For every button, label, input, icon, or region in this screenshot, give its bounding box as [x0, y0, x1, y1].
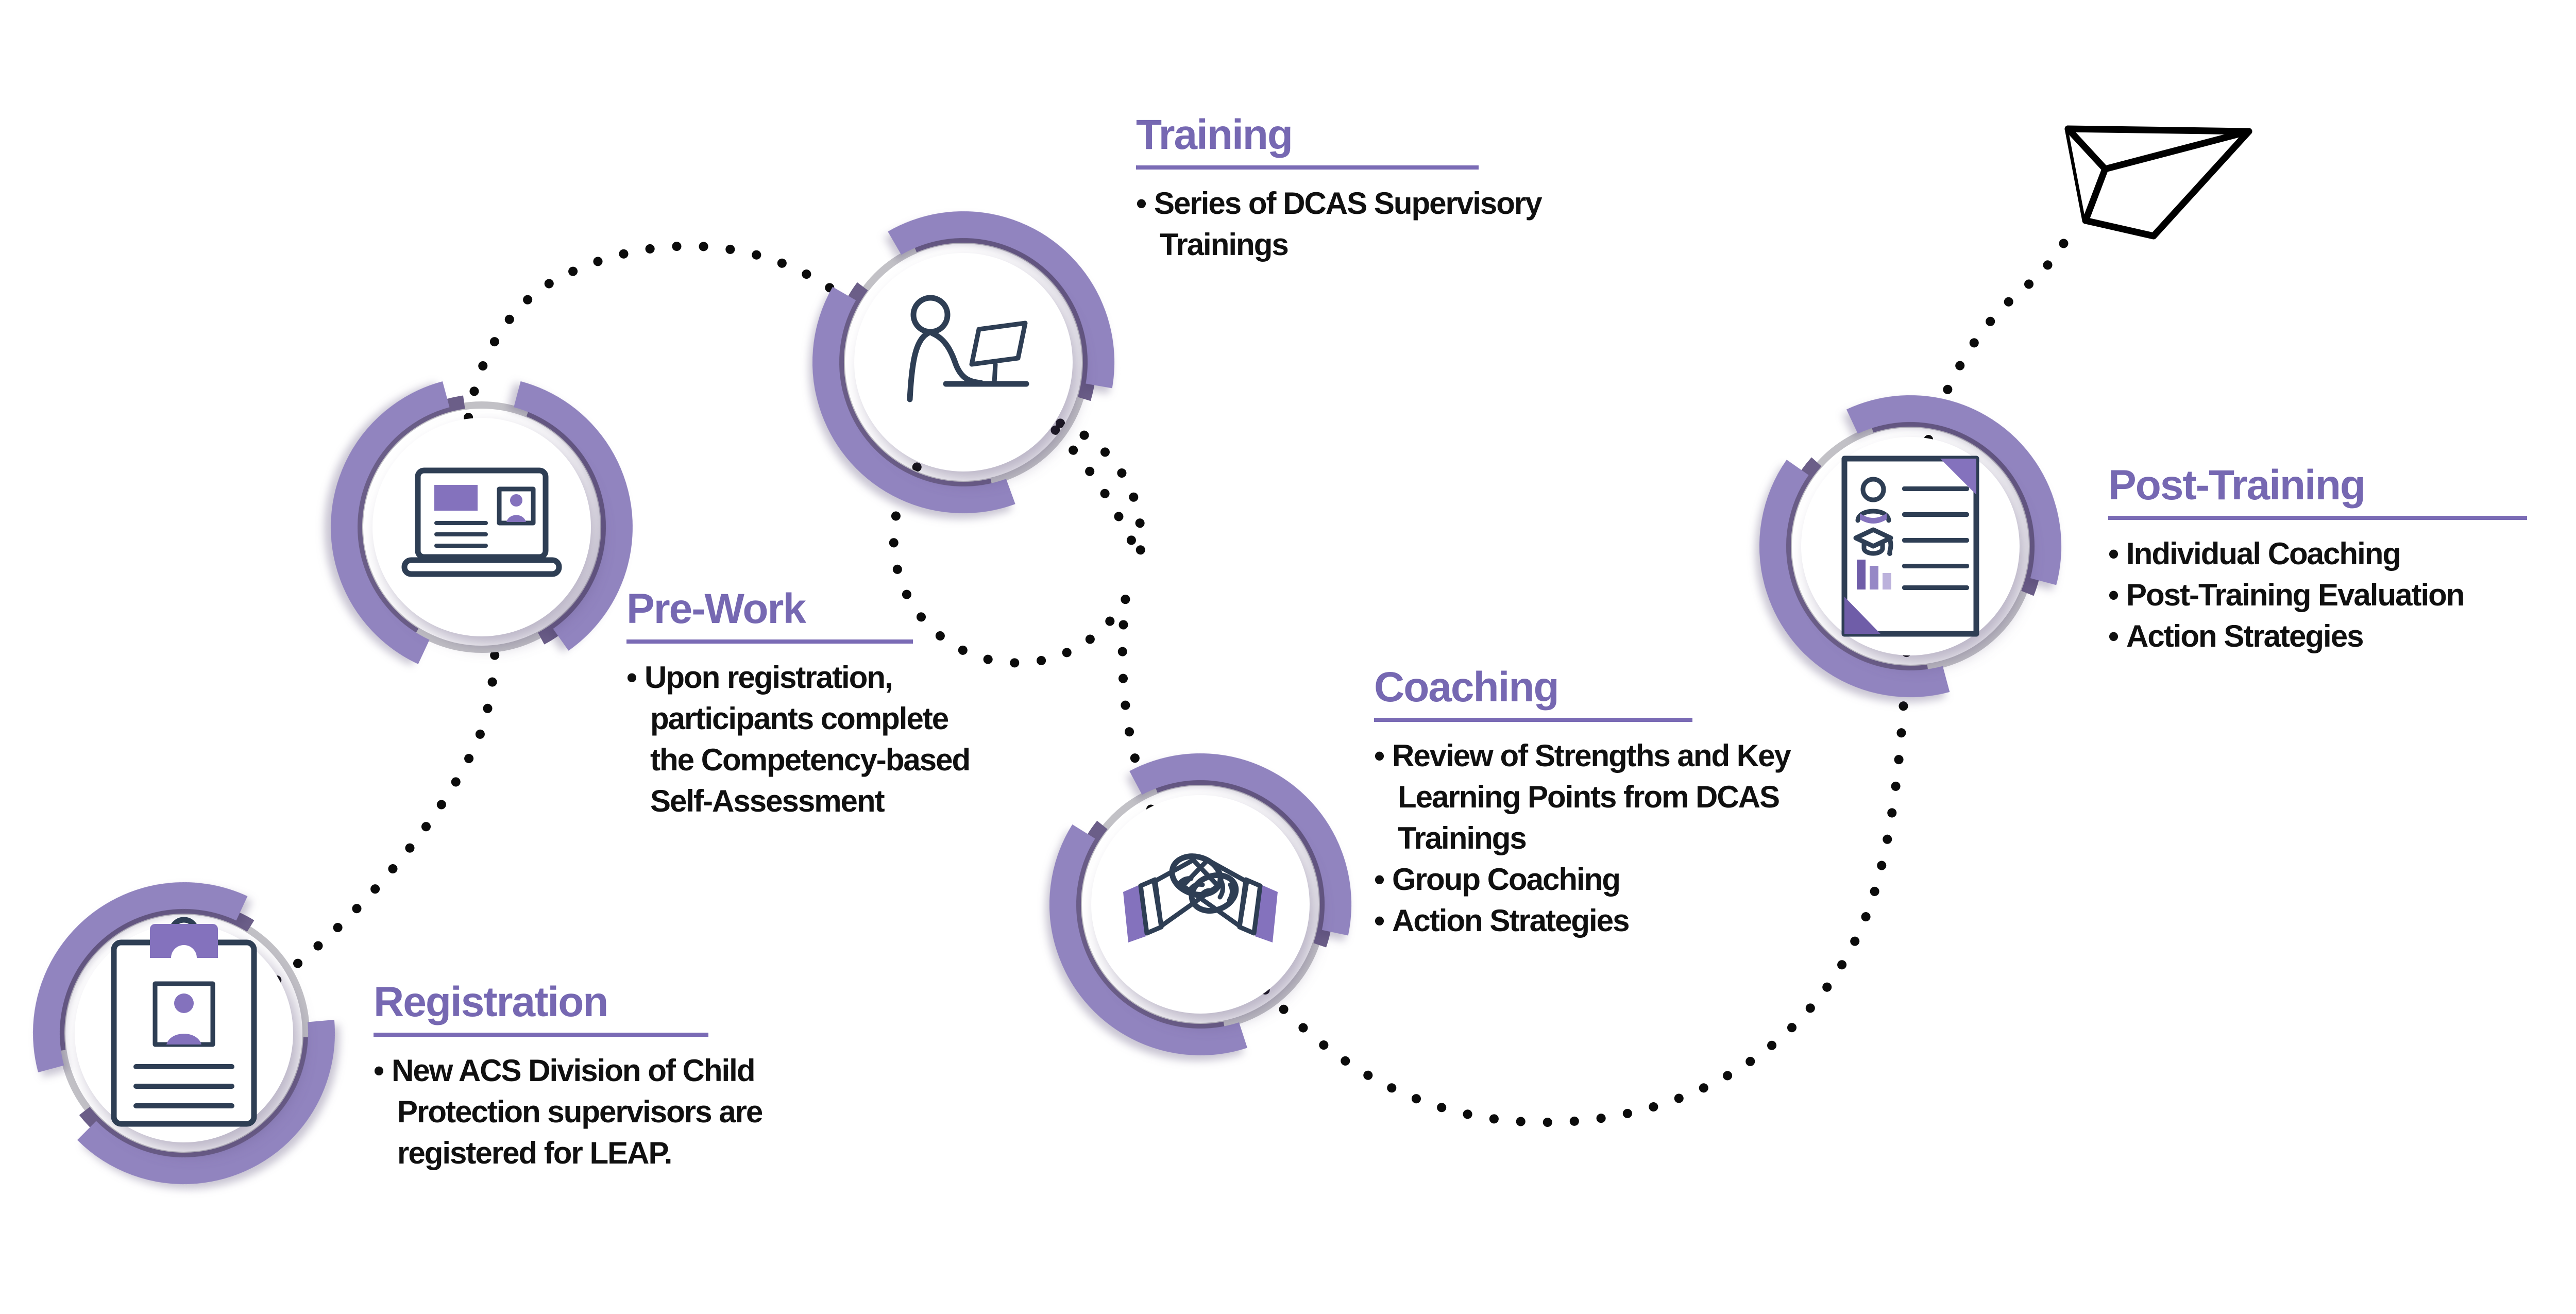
person-at-computer-icon [907, 295, 1029, 402]
coaching-ring [1049, 753, 1351, 1055]
post-training-ring [1759, 395, 2061, 697]
bullet-item: New ACS Division of Child Protection sup… [374, 1050, 858, 1174]
title-underline [1136, 165, 1479, 170]
laptop-profile-icon [401, 467, 562, 577]
title-underline [1374, 718, 1692, 722]
ring-inner-circle [854, 253, 1073, 471]
title-underline [626, 639, 913, 644]
title-underline [374, 1033, 708, 1037]
id-badge-icon [111, 917, 257, 1127]
section-bullets: New ACS Division of Child Protection sup… [374, 1050, 858, 1174]
section-title: Pre-Work [626, 585, 806, 632]
section-title: Coaching [1374, 664, 1560, 711]
bullet-item: Review of Strengths and Key Learning Poi… [1374, 735, 1827, 859]
section-title: Training [1136, 111, 1293, 158]
bullet-item: Action Strategies [1374, 900, 1827, 941]
ring-inner-circle [75, 924, 293, 1142]
bullet-item: Upon registration, participants complete… [626, 657, 977, 822]
dotted-journey-path [179, 226, 2076, 1127]
ring-purple-arc [812, 211, 1114, 513]
training-ring [812, 211, 1114, 513]
section-pre-work: Pre-Work Upon registration, participants… [626, 588, 977, 822]
bullet-item: Action Strategies [2108, 616, 2576, 657]
bullet-item: Series of DCAS Supervisory Trainings [1136, 183, 1548, 265]
pre-work-ring [331, 376, 633, 678]
title-underline [2108, 516, 2527, 520]
registration-ring [33, 882, 335, 1184]
section-bullets: Review of Strengths and Key Learning Poi… [1374, 735, 1827, 941]
section-bullets: Series of DCAS Supervisory Trainings [1136, 183, 1548, 265]
section-bullets: Individual Coaching Post-Training Evalua… [2108, 533, 2576, 657]
bullet-item: Individual Coaching [2108, 533, 2576, 575]
ring-inner-circle [1091, 795, 1310, 1014]
section-post-training: Post-Training Individual Coaching Post-T… [2108, 464, 2576, 657]
report-document-icon [1841, 456, 1979, 637]
section-training: Training Series of DCAS Supervisory Trai… [1136, 114, 1548, 265]
paper-plane-icon [2064, 125, 2252, 240]
section-coaching: Coaching Review of Strengths and Key Lea… [1374, 666, 1827, 941]
bullet-item: Post-Training Evaluation [2108, 575, 2576, 616]
section-title: Post-Training [2108, 462, 2366, 509]
section-registration: Registration New ACS Division of Child P… [374, 981, 858, 1174]
section-bullets: Upon registration, participants complete… [626, 657, 977, 822]
ring-inner-circle [372, 418, 591, 636]
section-title: Registration [374, 979, 608, 1025]
ring-inner-circle [1801, 437, 2020, 655]
clasped-hands-icon [1123, 853, 1278, 942]
bullet-item: Group Coaching [1374, 859, 1827, 900]
